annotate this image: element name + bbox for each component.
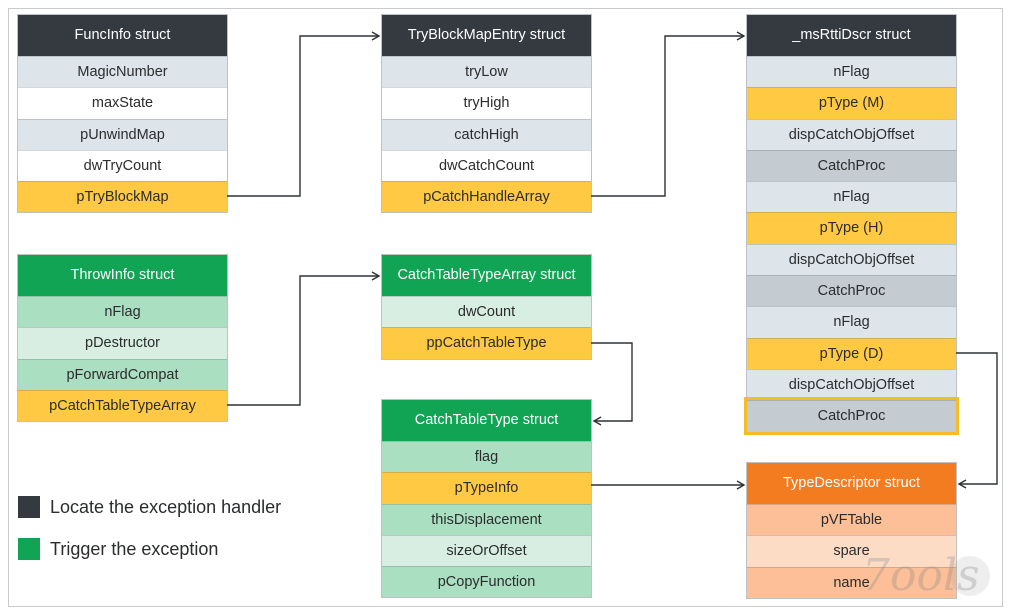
msrttidscr-dispcatchobjoffset-field-2: dispCatchObjOffset (747, 243, 956, 276)
catchtabletype-flag-field: flag (382, 441, 591, 473)
throwinfo-struct-header: ThrowInfo struct (18, 255, 227, 296)
catchtabletypearray-struct-header: CatchTableTypeArray struct (382, 255, 591, 296)
catchtabletype-pcopyfunction-field: pCopyFunction (382, 566, 591, 598)
msrttidscr-ptype-h-field: pType (H) (747, 212, 956, 244)
throwinfo-pcatchtabletypearray-field: pCatchTableTypeArray (18, 389, 227, 422)
catchtabletype-struct: CatchTableType struct flag pTypeInfo thi… (381, 398, 592, 599)
tryblockmapentry-trylow-field: tryLow (382, 56, 591, 88)
diagram-frame (8, 8, 1003, 607)
msrttidscr-catchproc-field-1: CatchProc (747, 149, 956, 182)
legend-trigger-swatch (18, 538, 40, 560)
catchtabletypearray-struct: CatchTableTypeArray struct dwCount ppCat… (381, 254, 592, 360)
throwinfo-pdestructor-field: pDestructor (18, 327, 227, 359)
catchtabletypearray-dwcount-field: dwCount (382, 296, 591, 328)
msrttidscr-catchproc-field-3-highlighted: CatchProc (744, 397, 959, 435)
tryblockmapentry-tryhigh-field: tryHigh (382, 87, 591, 119)
legend-trigger: Trigger the exception (18, 538, 218, 560)
typedescriptor-spare-field: spare (747, 535, 956, 567)
msrttidscr-nflag-field-1: nFlag (747, 56, 956, 88)
legend-trigger-label: Trigger the exception (50, 538, 219, 559)
catchtabletypearray-ppcatchtabletype-field: ppCatchTableType (382, 327, 591, 359)
tryblockmapentry-struct: TryBlockMapEntry struct tryLow tryHigh c… (381, 13, 592, 214)
msrttidscr-ptype-m-field: pType (M) (747, 87, 956, 119)
msrttidscr-nflag-field-2: nFlag (747, 181, 956, 213)
msrttidscr-struct: _msRttiDscr struct nFlag pType (M) dispC… (744, 14, 959, 435)
typedescriptor-name-field: name (747, 566, 956, 598)
typedescriptor-pvftable-field: pVFTable (747, 504, 956, 536)
tryblockmapentry-dwcatchcount-field: dwCatchCount (382, 149, 591, 182)
typedescriptor-struct-header: TypeDescriptor struct (747, 463, 956, 504)
legend-locate-swatch (18, 496, 40, 518)
funcinfo-struct-header: FuncInfo struct (18, 15, 227, 56)
throwinfo-struct: ThrowInfo struct nFlag pDestructor pForw… (17, 253, 228, 423)
funcinfo-maxstate-field: maxState (18, 87, 227, 119)
msrttidscr-struct-header: _msRttiDscr struct (747, 15, 956, 56)
catchtabletype-struct-header: CatchTableType struct (382, 400, 591, 441)
catchtabletype-sizeoroffset-field: sizeOrOffset (382, 534, 591, 567)
catchtabletype-ptypeinfo-field: pTypeInfo (382, 472, 591, 504)
funcinfo-magicnumber-field: MagicNumber (18, 56, 227, 88)
throwinfo-pforwardcompat-field: pForwardCompat (18, 358, 227, 390)
tryblockmapentry-catchhigh-field: catchHigh (382, 118, 591, 150)
funcinfo-ptryblockmap-field: pTryBlockMap (18, 181, 227, 213)
watermark-logo: 7ools (862, 550, 980, 601)
throwinfo-nflag-field: nFlag (18, 296, 227, 328)
msrttidscr-nflag-field-3: nFlag (747, 306, 956, 338)
msrttidscr-dispcatchobjoffset-field-1: dispCatchObjOffset (747, 118, 956, 150)
legend-locate-label: Locate the exception handler (50, 496, 282, 517)
legend-locate: Locate the exception handler (18, 496, 281, 518)
funcinfo-dwtrycount-field: dwTryCount (18, 149, 227, 182)
tryblockmapentry-struct-header: TryBlockMapEntry struct (382, 15, 591, 56)
msrttidscr-catchproc-field-2: CatchProc (747, 275, 956, 307)
msrttidscr-dispcatchobjoffset-field-3: dispCatchObjOffset (747, 368, 956, 401)
watermark-splash (950, 556, 990, 596)
msrttidscr-ptype-d-field: pType (D) (747, 337, 956, 369)
tryblockmapentry-pcatchhandlearray-field: pCatchHandleArray (382, 181, 591, 213)
catchtabletype-thisdisplacement-field: thisDisplacement (382, 503, 591, 535)
typedescriptor-struct: TypeDescriptor struct pVFTable spare nam… (746, 462, 957, 599)
funcinfo-struct: FuncInfo struct MagicNumber maxState pUn… (17, 13, 228, 214)
funcinfo-punwindmap-field: pUnwindMap (18, 118, 227, 150)
